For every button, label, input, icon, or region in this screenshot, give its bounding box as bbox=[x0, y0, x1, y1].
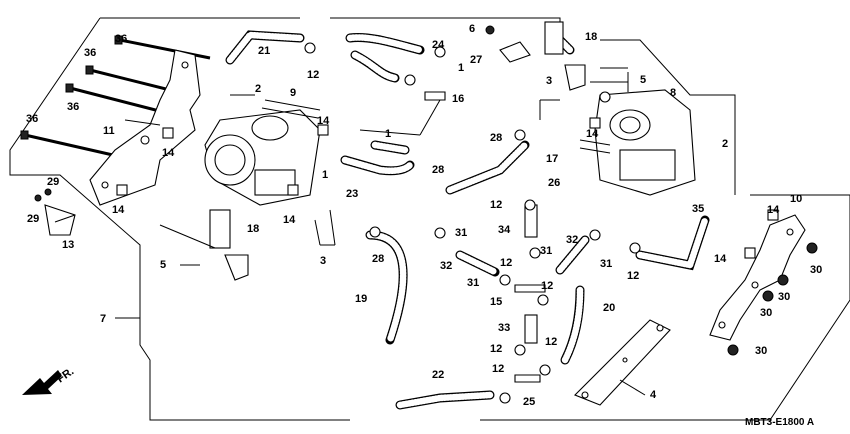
callout-c15: 15 bbox=[490, 296, 502, 308]
callout-c27: 27 bbox=[470, 54, 482, 66]
callout-c36d: 36 bbox=[26, 113, 38, 125]
callout-c21: 21 bbox=[258, 45, 270, 57]
callout-c14e: 14 bbox=[586, 128, 599, 140]
callout-c25: 25 bbox=[523, 396, 535, 408]
callout-c32a: 32 bbox=[440, 260, 452, 272]
callout-c30a: 30 bbox=[810, 264, 822, 276]
callout-c1a: 1 bbox=[458, 62, 464, 74]
callout-c28c: 28 bbox=[490, 132, 502, 144]
left-carburetor bbox=[204, 99, 321, 206]
callout-c31d: 31 bbox=[600, 258, 612, 270]
callout-c2a: 2 bbox=[255, 83, 261, 95]
right-carburetor bbox=[579, 89, 696, 196]
callout-c23: 23 bbox=[346, 188, 358, 200]
callout-c30c: 30 bbox=[760, 307, 772, 319]
callout-c30d: 30 bbox=[755, 345, 767, 357]
callout-c14a: 14 bbox=[162, 147, 175, 159]
fittings-group bbox=[209, 21, 586, 383]
callout-c31a: 31 bbox=[455, 227, 467, 239]
callout-c3b: 3 bbox=[546, 75, 552, 87]
callout-c30b: 30 bbox=[778, 291, 790, 303]
direction-label: FR. bbox=[55, 365, 76, 385]
callout-c17: 17 bbox=[546, 153, 558, 165]
callout-c12d: 12 bbox=[541, 280, 553, 292]
callout-c36b: 36 bbox=[84, 47, 96, 59]
callout-c4: 4 bbox=[650, 389, 657, 401]
callout-c35: 35 bbox=[692, 203, 704, 215]
leader-lines bbox=[54, 67, 736, 396]
callout-c8: 8 bbox=[670, 87, 676, 99]
callout-c12b: 12 bbox=[490, 199, 502, 211]
callout-c14f: 14 bbox=[767, 204, 780, 216]
callout-c12c: 12 bbox=[500, 257, 512, 269]
callout-c3a: 3 bbox=[320, 255, 326, 267]
callout-c12a: 12 bbox=[307, 69, 319, 81]
callout-c26: 26 bbox=[548, 177, 560, 189]
callout-c28a: 28 bbox=[372, 253, 384, 265]
callout-c34: 34 bbox=[498, 224, 511, 236]
drawing-code: MBT3-E1800 A bbox=[745, 417, 814, 428]
callout-c33: 33 bbox=[498, 322, 510, 334]
callout-c14c: 14 bbox=[317, 115, 330, 127]
callout-c22: 22 bbox=[432, 369, 444, 381]
callout-c6: 6 bbox=[469, 23, 475, 35]
callout-c14g: 14 bbox=[714, 253, 727, 265]
callout-c24: 24 bbox=[432, 39, 445, 51]
callout-c12e: 12 bbox=[490, 343, 502, 355]
callout-c31c: 31 bbox=[467, 277, 479, 289]
front-direction-arrow-icon bbox=[22, 370, 62, 395]
callout-c12g: 12 bbox=[492, 363, 504, 375]
callout-c32b: 32 bbox=[566, 234, 578, 246]
callout-c5b: 5 bbox=[640, 74, 646, 86]
callout-c13: 13 bbox=[62, 239, 74, 251]
callout-labels: 3636363622911141414141414142929135518183… bbox=[26, 23, 822, 408]
callout-c29b: 29 bbox=[27, 213, 39, 225]
callout-c29a: 29 bbox=[47, 176, 59, 188]
callout-c12h: 12 bbox=[627, 270, 639, 282]
callout-c36a: 36 bbox=[115, 33, 127, 45]
callout-c14b: 14 bbox=[112, 204, 125, 216]
callout-c5a: 5 bbox=[160, 259, 166, 271]
callout-c12f: 12 bbox=[545, 336, 557, 348]
callout-c18b: 18 bbox=[585, 31, 597, 43]
callout-c36c: 36 bbox=[67, 101, 79, 113]
callout-c10: 10 bbox=[790, 193, 802, 205]
callout-c2b: 2 bbox=[722, 138, 728, 150]
callout-c1c: 1 bbox=[322, 169, 328, 181]
callout-c19: 19 bbox=[355, 293, 367, 305]
hose-group bbox=[225, 25, 710, 410]
callout-c28b: 28 bbox=[432, 164, 444, 176]
link-plate bbox=[574, 319, 671, 406]
right-bracket bbox=[709, 214, 806, 341]
callout-c7: 7 bbox=[100, 313, 106, 325]
assembly-boundary bbox=[9, 17, 850, 421]
callout-c1b: 1 bbox=[385, 128, 391, 140]
callout-c11: 11 bbox=[103, 125, 115, 137]
callout-c31b: 31 bbox=[540, 245, 552, 257]
hardware-group bbox=[116, 25, 818, 404]
callout-c14d: 14 bbox=[283, 214, 296, 226]
callout-c18a: 18 bbox=[247, 223, 259, 235]
callout-c20: 20 bbox=[603, 302, 615, 314]
callout-c16: 16 bbox=[452, 93, 464, 105]
callout-c9: 9 bbox=[290, 87, 296, 99]
